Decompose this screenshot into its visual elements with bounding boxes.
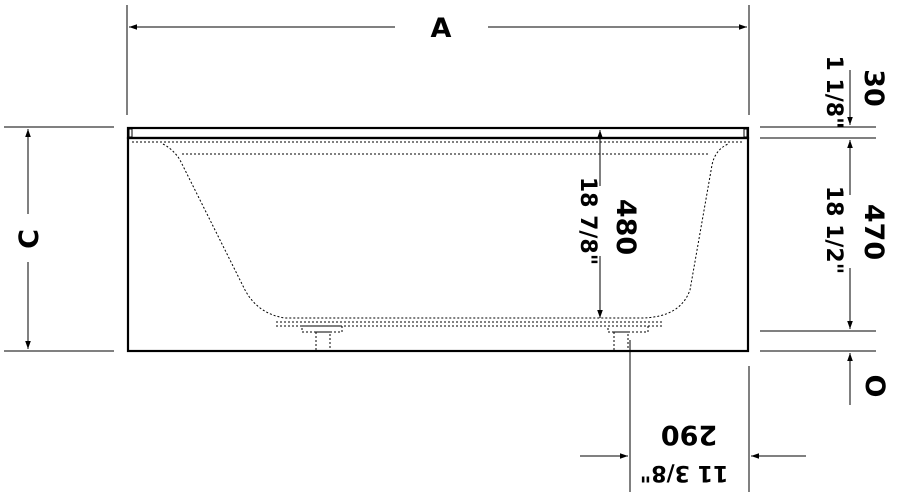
foot-left <box>301 325 343 352</box>
basin-outline <box>162 143 729 319</box>
offset-label: O <box>859 375 890 398</box>
rim-mm-label: 30 <box>858 69 889 107</box>
dimension-a: A <box>126 5 750 115</box>
foot-right <box>607 325 649 352</box>
dimension-c: C <box>4 126 114 352</box>
drain-in-label: 11 3/8" <box>640 460 728 485</box>
dimension-right: 30 1 1/8" 470 18 1/2" O <box>760 55 890 405</box>
dimension-a-label: A <box>431 13 452 44</box>
drain-mm-label: 290 <box>661 419 717 450</box>
dimension-c-label: C <box>14 229 45 249</box>
rim-in-label: 1 1/8" <box>821 55 846 128</box>
bathtub-outline <box>126 126 750 353</box>
depth-in-label: 18 7/8" <box>575 177 600 265</box>
water-in-label: 18 1/2" <box>821 186 846 274</box>
water-mm-label: 470 <box>858 204 889 260</box>
dimension-drain: 290 11 3/8" <box>580 340 806 492</box>
dimension-depth: 480 18 7/8" <box>575 130 641 318</box>
depth-mm-label: 480 <box>610 199 641 255</box>
